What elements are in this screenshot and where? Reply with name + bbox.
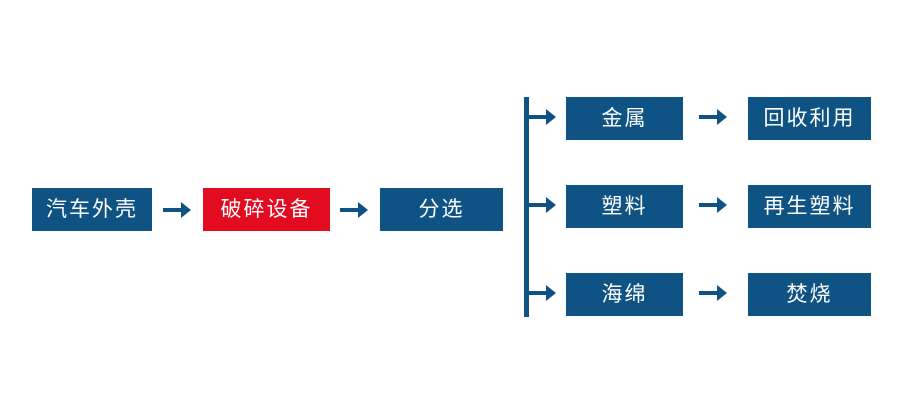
arrow-metal-to-recycle — [699, 107, 727, 131]
node-outcome-incineration[interactable]: 焚烧 — [748, 273, 871, 316]
node-material-sponge[interactable]: 海绵 — [566, 273, 683, 316]
arrow-car-shell-to-crusher — [163, 198, 191, 222]
node-material-plastic[interactable]: 塑料 — [566, 185, 683, 228]
arrow-branch-sponge — [528, 283, 556, 307]
arrow-branch-plastic — [528, 195, 556, 219]
node-car-shell[interactable]: 汽车外壳 — [32, 188, 152, 231]
node-material-metal[interactable]: 金属 — [566, 97, 683, 140]
node-crusher[interactable]: 破碎设备 — [203, 188, 330, 231]
node-outcome-recycle[interactable]: 回收利用 — [748, 97, 871, 140]
arrow-plastic-to-regenerated — [699, 195, 727, 219]
arrow-crusher-to-sorting — [340, 198, 368, 222]
arrow-sponge-to-incineration — [699, 283, 727, 307]
distributor-bus-vertical — [524, 97, 529, 317]
node-sorting[interactable]: 分选 — [380, 188, 503, 231]
node-outcome-regenerated-plastic[interactable]: 再生塑料 — [748, 185, 871, 228]
arrow-branch-metal — [528, 107, 556, 131]
